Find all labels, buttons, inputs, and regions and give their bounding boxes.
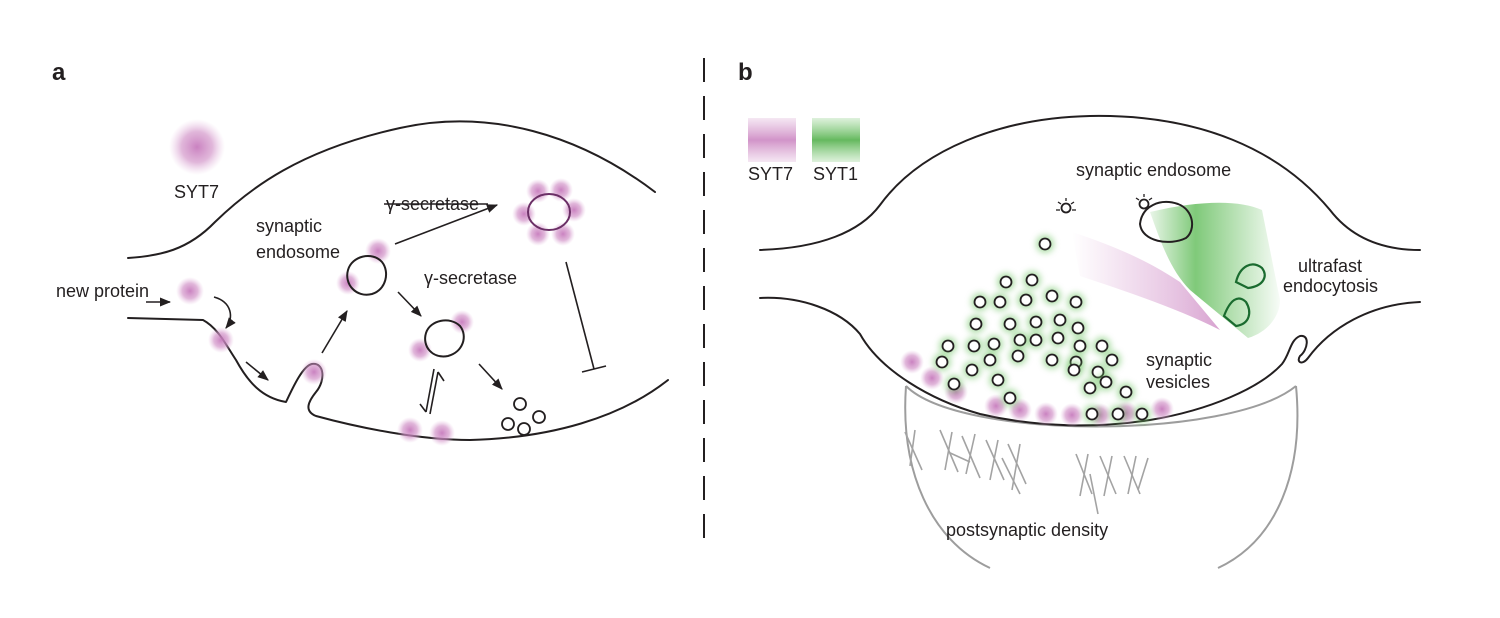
- vesicles-label-line2: vesicles: [1146, 372, 1210, 392]
- synaptic-vesicle: [947, 377, 961, 391]
- synaptic-endosome-label-b: synaptic endosome: [1076, 160, 1231, 180]
- synaptic-vesicle: [1135, 407, 1149, 421]
- synaptic-endosome-a: [346, 255, 388, 296]
- synaptic-vesicle: [1069, 295, 1083, 309]
- synaptic-vesicle: [1067, 363, 1081, 377]
- ultrafast-endocytic-pit-1: [1234, 263, 1266, 290]
- vesicles-label-line1: synaptic: [1146, 350, 1212, 370]
- budding-vesicle-icon: [1056, 194, 1153, 214]
- syt7-legend-label: SYT7: [174, 182, 219, 202]
- synaptic-vesicle: [1029, 333, 1043, 347]
- syt1-legend-label-b: SYT1: [813, 164, 858, 184]
- synaptic-endosome-b: [1139, 201, 1194, 243]
- postsynaptic-density-label: postsynaptic density: [946, 520, 1108, 540]
- synaptic-vesicle: [999, 275, 1013, 289]
- synaptic-vesicle: [1085, 407, 1099, 421]
- synaptic-vesicle: [967, 339, 981, 353]
- synaptic-vesicle: [1071, 321, 1085, 335]
- synaptic-vesicle: [1003, 391, 1017, 405]
- syt1-band: [1150, 202, 1280, 338]
- synaptic-vesicle: [1051, 331, 1065, 345]
- secretase-endosome-a: [424, 319, 465, 358]
- postsynaptic-density-hatching: [904, 429, 1149, 515]
- presynaptic-terminal-membrane-a: [127, 120, 656, 259]
- panel-a-label: a: [52, 59, 66, 86]
- ultrafast-label-line2: endocytosis: [1283, 276, 1378, 296]
- presynaptic-terminal-membrane-b: [759, 114, 1421, 251]
- synaptic-vesicle: [1038, 237, 1052, 251]
- syt7-legend-label-b: SYT7: [748, 164, 793, 184]
- synaptic-vesicles: [933, 235, 1151, 423]
- synaptic-vesicle: [1099, 375, 1113, 389]
- synaptic-vesicle: [1053, 313, 1067, 327]
- ultrafast-label-line1: ultrafast: [1298, 256, 1362, 276]
- ultrafast-endocytic-pit-2: [1222, 297, 1251, 328]
- decorated-endosome-a: [527, 193, 571, 231]
- synaptic-vesicle: [987, 337, 1001, 351]
- synaptic-vesicle: [993, 295, 1007, 309]
- presynaptic-terminal-membrane-a-lower: [127, 317, 669, 441]
- synaptic-vesicle: [1105, 353, 1119, 367]
- gamma-secretase-label: γ-secretase: [424, 268, 517, 288]
- synaptic-vesicle: [969, 317, 983, 331]
- synaptic-vesicle: [1119, 385, 1133, 399]
- synaptic-vesicle: [1083, 381, 1097, 395]
- synaptic-vesicle: [1011, 349, 1025, 363]
- arrows-a: [146, 204, 607, 415]
- synaptic-vesicle: [1073, 339, 1087, 353]
- synaptic-vesicle: [965, 363, 979, 377]
- synaptic-vesicle: [1045, 289, 1059, 303]
- postsynaptic-membrane: [904, 385, 1299, 569]
- syt1-legend-swatch: [812, 118, 860, 162]
- synaptic-vesicle: [1013, 333, 1027, 347]
- synaptic-vesicle: [1029, 315, 1043, 329]
- synaptic-endosome-label-line1: synaptic: [256, 216, 322, 236]
- synaptic-vesicle: [1003, 317, 1017, 331]
- synaptic-vesicle: [1019, 293, 1033, 307]
- synaptic-vesicle: [935, 355, 949, 369]
- syt7-legend-dot: [169, 119, 225, 175]
- panel-b-label: b: [738, 59, 753, 86]
- vesicles-a: [501, 397, 546, 436]
- synaptic-endosome-label-line2: endosome: [256, 242, 340, 262]
- new-protein-label: new protein: [56, 281, 149, 301]
- syt7-legend-swatch: [748, 118, 796, 162]
- synaptic-vesicle: [1045, 353, 1059, 367]
- presynaptic-terminal-membrane-b-lower: [759, 296, 1421, 427]
- syt7-band: [1072, 232, 1220, 330]
- synaptic-vesicle: [941, 339, 955, 353]
- synaptic-vesicle: [1025, 273, 1039, 287]
- synaptic-vesicle: [973, 295, 987, 309]
- synaptic-vesicle: [1095, 339, 1109, 353]
- synaptic-vesicle: [1111, 407, 1125, 421]
- synaptic-vesicle: [991, 373, 1005, 387]
- synaptic-vesicle: [983, 353, 997, 367]
